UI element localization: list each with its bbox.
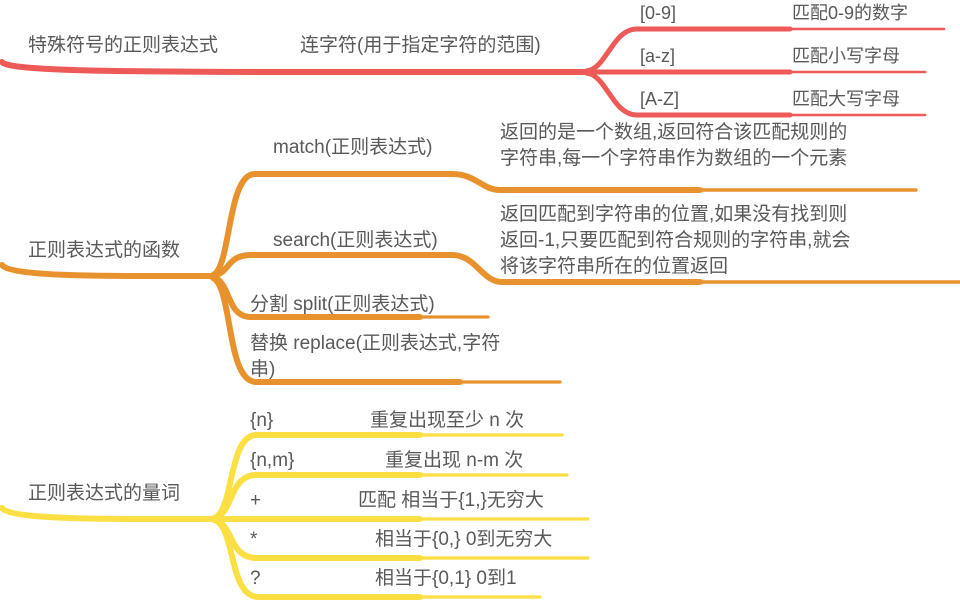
leaf-token-0-9: [0-9] [640,3,677,23]
leaf-desc-plus: 匹配 相当于{1,}无穷大 [358,490,544,511]
leaf-desc-n: 重复出现至少 n 次 [370,410,525,431]
leaf-desc-question: 相当于{0,1} 0到1 [375,568,517,589]
leaf-token-question: ? [250,568,261,589]
leaf-desc-0-9: 匹配0-9的数字 [792,3,909,23]
leaf-desc-match: 返回的是一个数组,返回符合该匹配规则的 字符串,每一个字符串作为数组的一个元素 [500,122,848,169]
node-label-hyphen: 连字符(用于指定字符的范围) [300,35,541,56]
leaf-token-search: search(正则表达式) [273,230,438,251]
root-label-functions: 正则表达式的函数 [28,240,181,261]
leaf-token-A-Z: [A-Z] [640,89,679,109]
leaf-desc-A-Z: 匹配大写字母 [792,89,900,109]
root-label-special-symbols: 特殊符号的正则表达式 [28,35,219,56]
leaf-token-n-m: {n,m} [250,450,295,471]
leaf-desc-search: 返回匹配到字符串的位置,如果没有找到则 返回-1,只要匹配到符合规则的字符串,就… [500,204,851,277]
leaf-token-match: match(正则表达式) [273,137,433,158]
red-trunk [0,59,588,75]
leaf-token-a-z: [a-z] [640,46,676,66]
orange-trunk [0,262,217,279]
leaf-token-replace: 替换 replace(正则表达式,字符 串) [250,333,501,380]
leaf-desc-a-z: 匹配小写字母 [792,46,900,66]
root-label-quantifiers: 正则表达式的量词 [28,483,181,504]
leaf-token-n: {n} [250,410,274,431]
leaf-token-star: * [250,529,258,550]
leaf-desc-star: 相当于{0,} 0到无穷大 [375,529,553,550]
yellow-trunk [0,505,218,522]
leaf-desc-n-m: 重复出现 n-m 次 [385,450,524,471]
leaf-token-split: 分割 split(正则表达式) [250,294,435,315]
leaf-token-plus: + [250,490,262,511]
